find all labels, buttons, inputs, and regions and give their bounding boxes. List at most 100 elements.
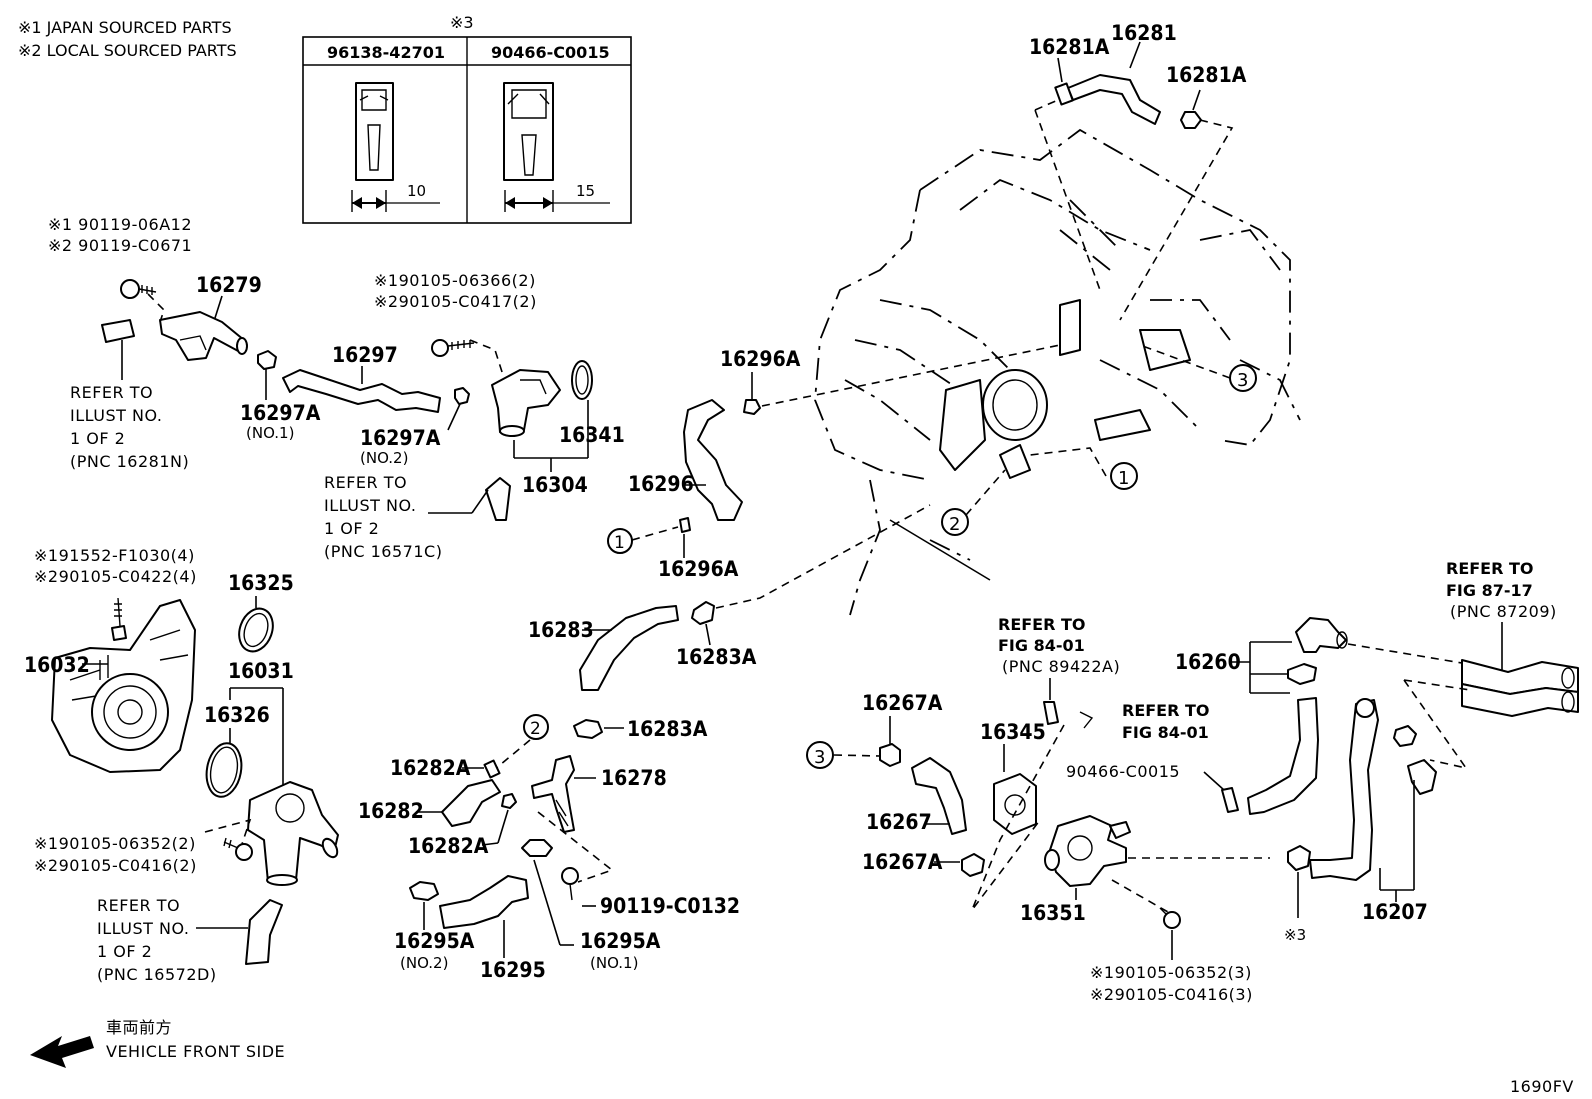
clip-16282A-bottom[interactable] <box>501 793 517 809</box>
clip-16296A-bottom[interactable] <box>679 517 691 533</box>
pipe-16260[interactable] <box>1295 617 1348 653</box>
water-outlet-16351[interactable] <box>1044 815 1131 887</box>
ref2-line2: ILLUST NO. <box>324 496 416 515</box>
figure-code: 1690FV <box>1510 1077 1574 1096</box>
o-ring-16326[interactable] <box>203 740 246 799</box>
thermostat-housing-16031[interactable] <box>247 781 340 886</box>
clip-16282A-top[interactable] <box>483 759 501 779</box>
clip-90466-C0015-lower[interactable] <box>1287 845 1311 871</box>
clip-90466-C0015[interactable] <box>1221 787 1239 813</box>
clip-16295A-no1[interactable] <box>521 839 553 857</box>
bolt-90119-top[interactable] <box>120 279 157 299</box>
ref6-line1: REFER TO <box>1446 559 1534 578</box>
bolt-91552-F1030[interactable] <box>111 597 127 641</box>
clip-16281A-left[interactable] <box>1054 82 1074 106</box>
legend-japan-sourced: ※1 JAPAN SOURCED PARTS <box>18 18 232 37</box>
label-16260: 16260 <box>1175 650 1241 674</box>
clip-16295A-no2[interactable] <box>409 881 439 901</box>
hose-16267[interactable] <box>911 757 967 835</box>
clip-16281A-right[interactable] <box>1180 111 1202 129</box>
legend-local-sourced: ※2 LOCAL SOURCED PARTS <box>18 41 237 60</box>
label-16267A-bottom: 16267A <box>862 850 943 874</box>
label-16296A-top: 16296A <box>720 347 801 371</box>
pipe-16278[interactable] <box>531 755 575 833</box>
ref4-line2: FIG 84-01 <box>998 636 1085 655</box>
label-16283A-mid: 16283A <box>627 717 708 741</box>
clip-table-mark: ※3 <box>450 13 474 32</box>
label-16282: 16282 <box>358 799 424 823</box>
hose-16296[interactable] <box>683 399 743 521</box>
pipe-ref-16572D <box>245 899 283 965</box>
ref2-line1: REFER TO <box>324 473 407 492</box>
gasket-16341[interactable] <box>571 360 593 400</box>
label-16267: 16267 <box>866 810 932 834</box>
clip-dim-10: 10 <box>407 182 426 200</box>
label-16295A-no2: 16295A <box>394 929 475 953</box>
hose-16297[interactable] <box>282 369 441 413</box>
hose-16282[interactable] <box>441 779 501 827</box>
circle-ref-2-left-label: 2 <box>530 719 541 739</box>
clip-part-96138: 96138-42701 <box>327 43 445 62</box>
circle-ref-1-engine <box>1110 462 1138 490</box>
label-bolt4-japan: ※190105-06352(2) <box>34 834 196 853</box>
hose-16207[interactable] <box>1309 699 1379 881</box>
gasket-16325[interactable] <box>233 604 278 656</box>
hose-16283[interactable] <box>579 605 679 691</box>
clip-16283A-mid[interactable] <box>573 719 603 739</box>
label-16341: 16341 <box>559 423 625 447</box>
pipe-ref-16571C <box>485 477 511 521</box>
clip-16283A-top[interactable] <box>691 601 715 625</box>
circle-ref-3-engine-label: 3 <box>1237 370 1248 391</box>
label-16297: 16297 <box>332 343 398 367</box>
hose-16295[interactable] <box>439 875 529 929</box>
ref2-line4: (PNC 16571C) <box>324 542 442 561</box>
ref1-line4: (PNC 16281N) <box>70 452 189 471</box>
circle-ref-1-engine-label: 1 <box>1118 468 1129 489</box>
hose-16260-main[interactable] <box>1247 697 1319 815</box>
label-16295A-no1-sub: (NO.1) <box>590 954 638 972</box>
clip-16297A-no2[interactable] <box>454 387 470 405</box>
label-16282A-top: 16282A <box>390 756 471 780</box>
clip-16207-top[interactable] <box>1393 725 1417 747</box>
clip-16297A-no1[interactable] <box>257 350 277 370</box>
bolt-90119-C0132[interactable] <box>561 867 579 901</box>
label-16207: 16207 <box>1362 900 1428 924</box>
label-bolt3-japan: ※191552-F1030(4) <box>34 546 195 565</box>
clip-16296A-top[interactable] <box>743 399 761 415</box>
label-bolt-top-japan: ※1 90119-06A12 <box>48 215 192 234</box>
clip-table: ※3 96138-42701 90466-C0015 10 15 <box>302 13 632 224</box>
circle-ref-3-right-label: 3 <box>814 747 825 768</box>
label-16295A-no2-sub: (NO.2) <box>400 954 448 972</box>
water-inlet-16304[interactable] <box>491 369 561 437</box>
heater-pipe-87209 <box>1461 659 1579 717</box>
front-label-en: VEHICLE FRONT SIDE <box>106 1042 285 1061</box>
bolt-90105-06352-pump[interactable] <box>223 837 253 861</box>
bolt-90105-06352-outlet[interactable] <box>1159 907 1181 929</box>
ref3-line4: (PNC 16572D) <box>97 965 217 984</box>
label-16325: 16325 <box>228 571 294 595</box>
water-pump-16032[interactable] <box>51 599 196 773</box>
clip-16260[interactable] <box>1287 663 1317 685</box>
water-outlet-16279[interactable] <box>159 311 248 361</box>
label-16326: 16326 <box>204 703 270 727</box>
label-16297A-no1-sub: (NO.1) <box>246 424 294 442</box>
hose-16281[interactable] <box>1067 74 1161 125</box>
label-16278: 16278 <box>601 766 667 790</box>
clip-16267A-top[interactable] <box>879 743 901 767</box>
label-16281: 16281 <box>1111 21 1177 45</box>
label-90466-C0015: 90466-C0015 <box>1066 762 1180 781</box>
ref3-line3: 1 OF 2 <box>97 942 152 961</box>
ref1-line3: 1 OF 2 <box>70 429 125 448</box>
label-16297A-no2: 16297A <box>360 426 441 450</box>
clip-16207-right[interactable] <box>1407 759 1437 795</box>
gasket-16345[interactable] <box>993 773 1037 835</box>
clip-part-90466: 90466-C0015 <box>491 43 610 62</box>
bolt-90105-06366[interactable] <box>431 339 475 357</box>
ref5-line1: REFER TO <box>1122 701 1210 720</box>
clip-dim-15: 15 <box>576 182 595 200</box>
circle-ref-3-engine <box>1229 364 1257 392</box>
clip-16267A-bottom[interactable] <box>961 853 985 877</box>
label-16281A-left: 16281A <box>1029 35 1110 59</box>
label-16267A-top: 16267A <box>862 691 943 715</box>
circle-ref-1-left <box>607 528 633 554</box>
